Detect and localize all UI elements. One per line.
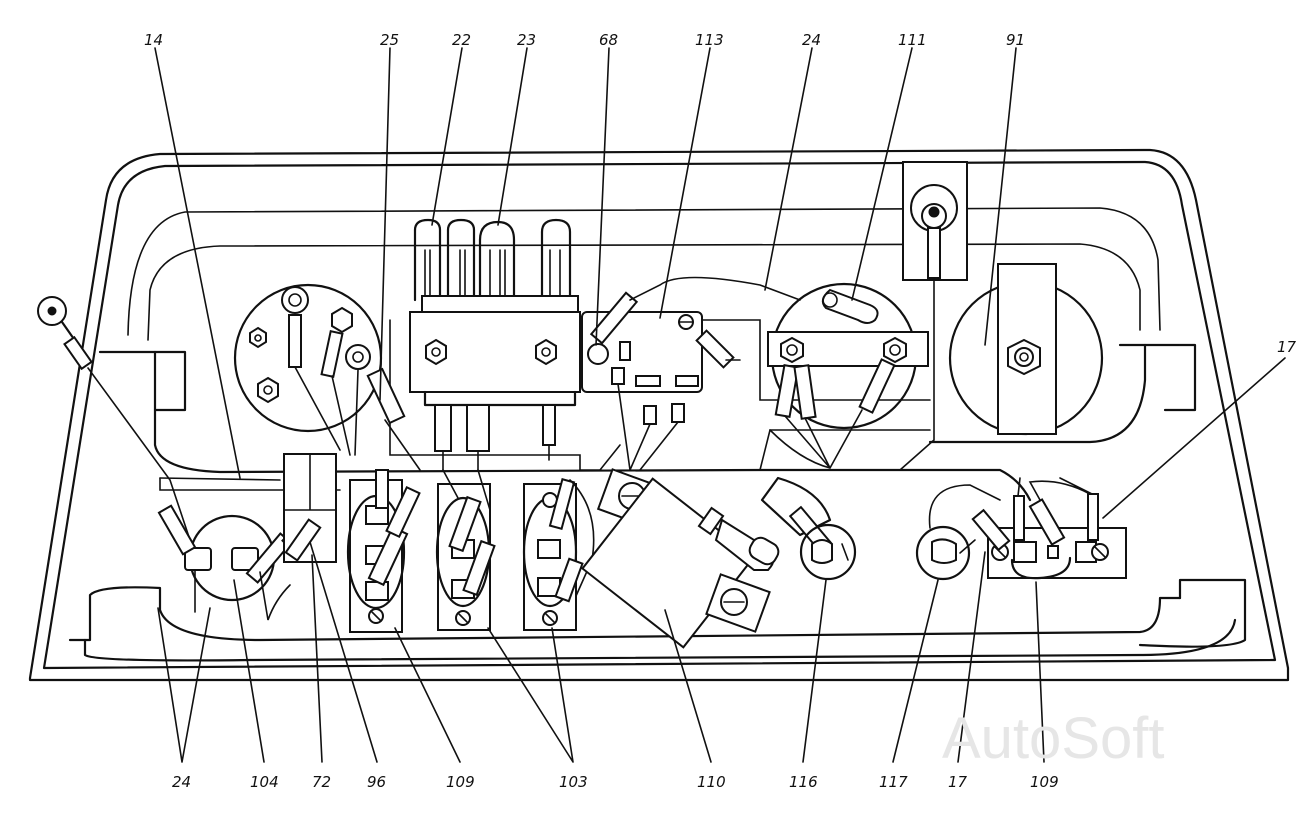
socket-103-b [522,478,595,631]
callout-72-bottom: 72 [312,773,331,791]
callout-24-top: 24 [802,31,821,49]
socket-109-left [346,469,421,633]
lamp-116 [760,476,857,581]
flasher-110 [581,468,780,649]
lamp-117 [915,484,1001,581]
terminal-lug [37,296,191,541]
callout-104-bottom: 104 [250,773,279,791]
callout-22-top: 22 [452,31,471,49]
callout-68-top: 68 [599,31,618,49]
callouts-bottom: 24 104 72 96 109 103 110 116 117 17 109 [172,773,1059,791]
watermark-text: AutoSoft [942,706,1164,771]
socket-109-right [971,477,1127,580]
callout-103-bottom: 103 [559,773,588,791]
callout-leaders [154,47,1286,763]
relay-113 [581,276,801,471]
callout-91-top: 91 [1006,31,1025,49]
socket-103-a [435,469,496,631]
callout-109-bottom-right: 109 [1030,773,1059,791]
gauge-111 [767,282,929,469]
callout-109-bottom-left: 109 [446,773,475,791]
callout-111-top: 111 [898,31,927,49]
callouts-top: 14 25 22 23 68 113 24 111 91 17 [144,31,1297,356]
callout-17-bottom: 17 [948,773,968,791]
gauge-91 [948,263,1104,436]
junction-96 [283,453,337,563]
callout-113-top: 113 [695,31,724,49]
callout-25-top: 25 [380,31,399,49]
bulb-block [409,218,581,471]
wire-harness [68,319,1247,662]
callout-24-bottom: 24 [172,773,191,791]
panel-housing [28,148,1290,682]
callout-116-bottom: 116 [789,773,818,791]
callout-110-bottom: 110 [697,773,726,791]
callout-23-top: 23 [517,31,536,49]
left-gauge [233,283,421,471]
callout-117-bottom: 117 [879,773,908,791]
callout-17-top: 17 [1277,338,1297,356]
toggle-switch [899,161,968,471]
callout-14-top: 14 [144,31,163,49]
callout-96-bottom: 96 [367,773,386,791]
